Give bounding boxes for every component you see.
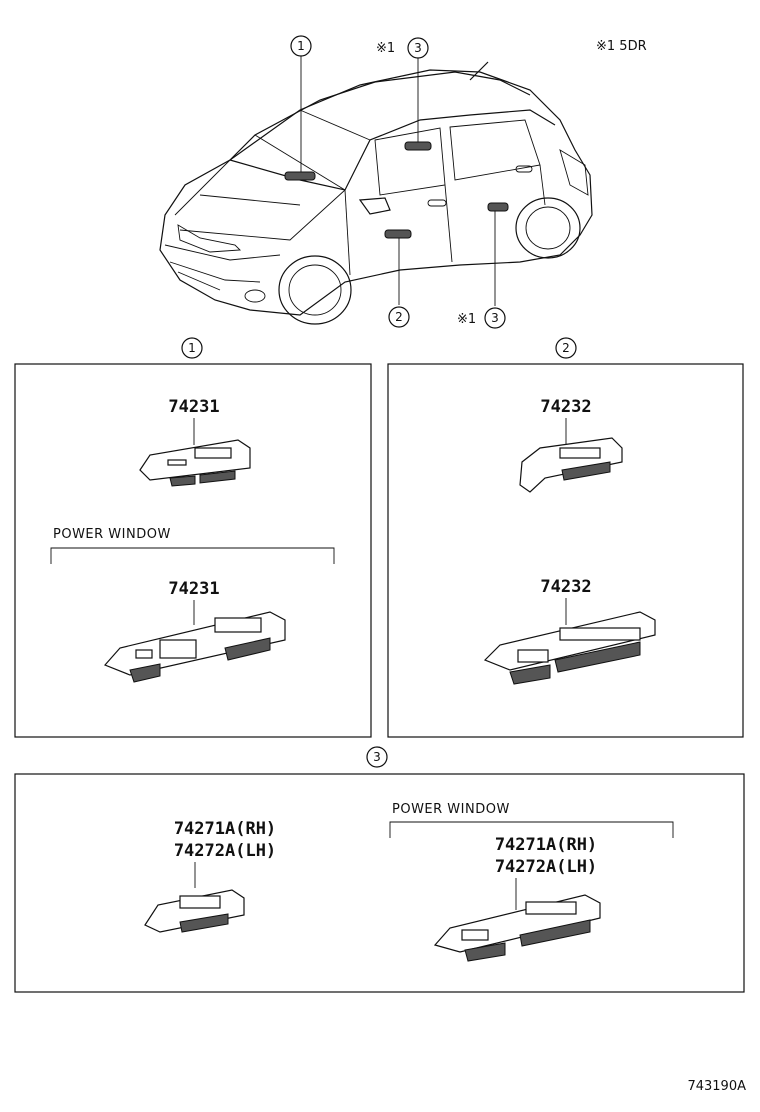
panel-1-callout: 1 (181, 337, 203, 359)
power-window-label-3: POWER WINDOW (392, 802, 510, 817)
power-window-bracket-1 (50, 547, 335, 564)
svg-text:3: 3 (373, 750, 381, 764)
power-window-label-1: POWER WINDOW (53, 527, 171, 542)
note-5dr: ※1 5DR (596, 39, 647, 54)
switch-74231-power (103, 611, 286, 683)
panel-2-frame (387, 363, 744, 738)
switch-74232-power (483, 611, 656, 685)
panel-3-frame (14, 773, 745, 993)
car-illustration (159, 56, 593, 325)
svg-text:2: 2 (562, 341, 570, 355)
callout-1-top: 1 (290, 35, 312, 57)
part-number-74271a-rh-standard: 74271A(RH) (174, 819, 276, 839)
part-number-74231-power: 74231 (168, 579, 219, 599)
svg-text:2: 2 (395, 310, 403, 324)
power-window-bracket-3 (389, 821, 674, 838)
svg-text:※1: ※1 (457, 312, 476, 327)
part-number-74231-standard: 74231 (168, 397, 219, 417)
switch-74232-standard (519, 437, 623, 493)
part-number-74272a-lh-power: 74272A(LH) (495, 857, 597, 877)
part-number-74272a-lh-standard: 74272A(LH) (174, 841, 276, 861)
part-number-74232-standard: 74232 (540, 397, 591, 417)
svg-text:3: 3 (414, 41, 422, 55)
switch-74271a-standard (144, 889, 245, 933)
svg-text:1: 1 (188, 341, 196, 355)
switch-74271a-power (433, 894, 601, 962)
panel-1-frame (14, 363, 372, 738)
svg-text:3: 3 (491, 311, 499, 325)
part-number-74271a-rh-power: 74271A(RH) (495, 835, 597, 855)
callout-3-top: ※1 3 (376, 37, 429, 59)
callout-2-bottom: 2 (388, 306, 410, 328)
panel-2-callout: 2 (555, 337, 577, 359)
drawing-code: 743190A (687, 1079, 746, 1094)
svg-text:1: 1 (297, 39, 305, 53)
part-number-74232-power: 74232 (540, 577, 591, 597)
switch-74231-standard (139, 439, 251, 487)
panel-3-callout: 3 (366, 746, 388, 768)
callout-3-bottom: ※1 3 (457, 307, 506, 329)
svg-text:※1: ※1 (376, 41, 395, 56)
